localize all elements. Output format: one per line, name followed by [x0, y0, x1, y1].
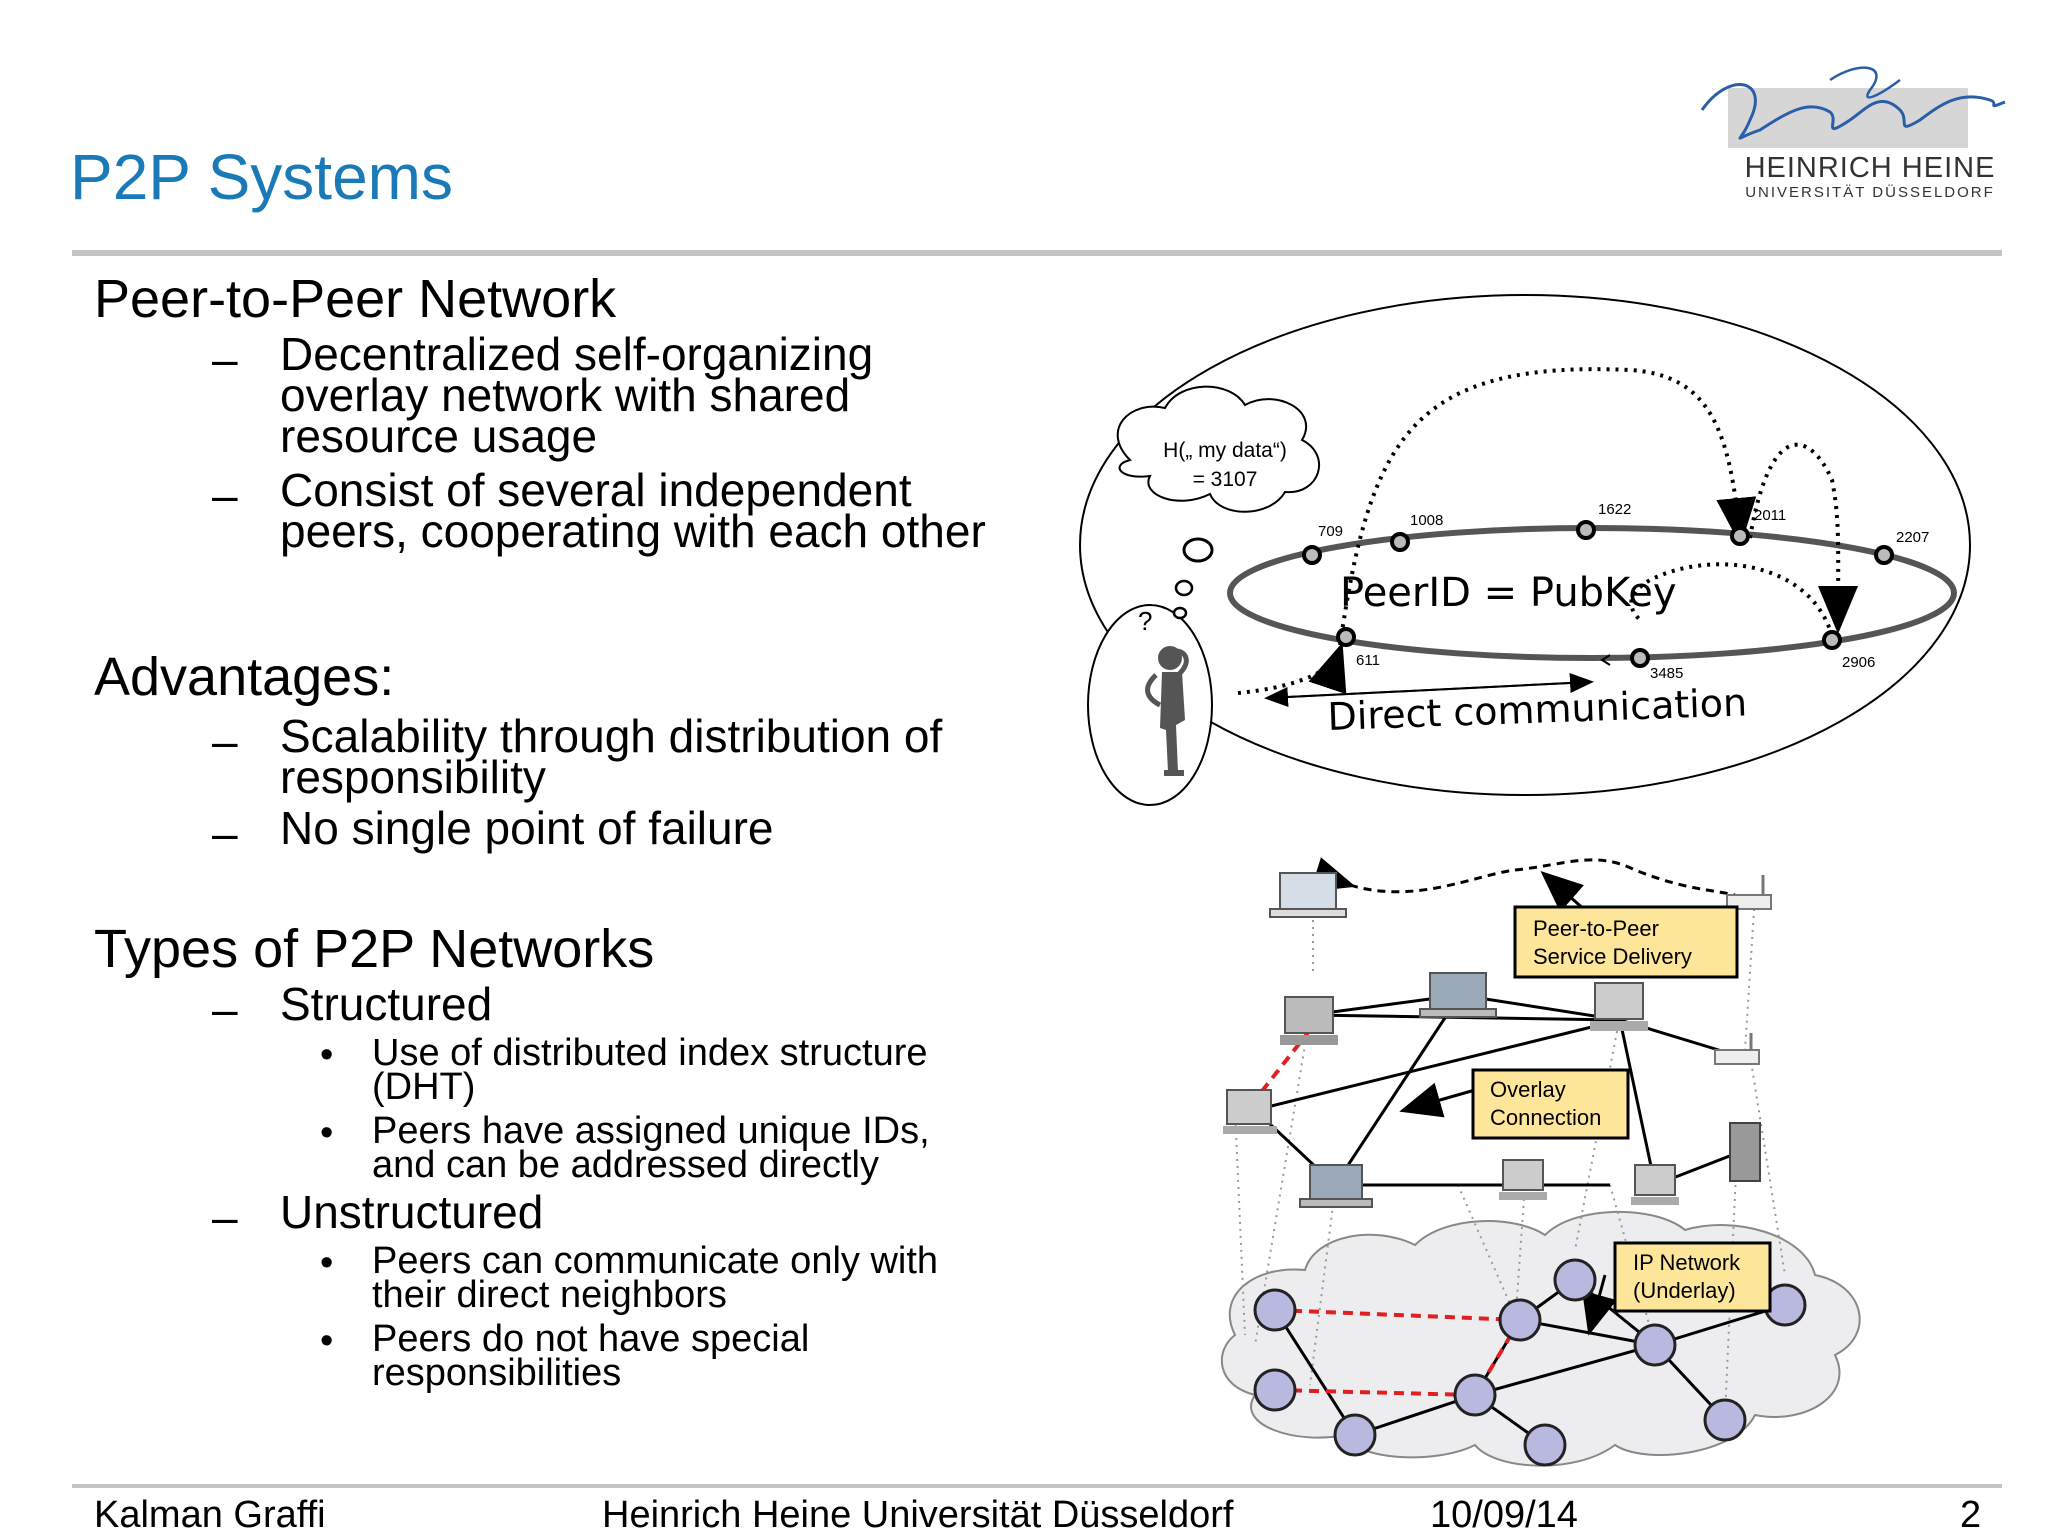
footer-university: Heinrich Heine Universität Düsseldorf	[602, 1494, 1234, 1536]
desktop-icon	[1280, 996, 1338, 1045]
footer-divider	[72, 1484, 2002, 1488]
section-heading-p2p: Peer-to-Peer Network	[94, 269, 617, 329]
svg-text:Service Delivery: Service Delivery	[1533, 944, 1692, 969]
desktop-icon	[1631, 1164, 1679, 1205]
node-id: 611	[1356, 652, 1380, 669]
bullet-text: Consist of several independent peers, co…	[280, 464, 986, 557]
router-icon	[1714, 1033, 1760, 1065]
ring-label: PeerID = PubKey	[1340, 570, 1677, 616]
type-label-unstructured: Unstructured	[280, 1186, 544, 1238]
footer-author: Kalman Graffi	[94, 1494, 326, 1536]
laptop-icon	[1419, 972, 1497, 1018]
ip-network-label: IP Network (Underlay)	[1613, 1241, 1772, 1313]
logo-name: HEINRICH HEINE	[1744, 152, 1996, 184]
thought-line-1: H(„ my data“)	[1163, 439, 1287, 462]
subbullet-text: Use of distributed index structure (DHT)	[372, 1032, 928, 1108]
desktop-icon	[1223, 1089, 1277, 1134]
bullet-dot: •	[320, 1034, 334, 1076]
node-id: 1622	[1598, 501, 1631, 518]
signature-icon	[1700, 66, 2006, 148]
bullet-dash: –	[212, 1191, 238, 1243]
university-logo	[1690, 50, 2010, 210]
node-id: 2207	[1896, 529, 1929, 546]
footer-date: 10/09/14	[1430, 1494, 1578, 1536]
question-mark-icon: ?	[1138, 606, 1152, 636]
subbullet-text: Peers do not have special responsibiliti…	[372, 1318, 810, 1394]
service-delivery-label: Peer-to-Peer Service Delivery	[1513, 905, 1739, 979]
bullet-text: No single point of failure	[280, 802, 774, 854]
overlay-network-diagram: Peer-to-Peer Service Delivery Overlay Co…	[1221, 857, 1861, 1467]
bullet-dot: •	[320, 1242, 334, 1284]
bullet-dash: –	[212, 807, 238, 859]
subbullet-text: Peers have assigned unique IDs, and can …	[372, 1110, 930, 1186]
svg-text:IP Network: IP Network	[1633, 1250, 1741, 1275]
bullet-dash: –	[212, 983, 238, 1035]
laptop-icon	[1269, 872, 1347, 918]
bullet-text: Scalability through distribution of resp…	[280, 710, 943, 803]
overlay-connection-label: Overlay Connection	[1471, 1068, 1630, 1140]
svg-text:Connection: Connection	[1490, 1105, 1601, 1130]
desktop-icon	[1499, 1159, 1547, 1200]
node-id: 3485	[1650, 665, 1683, 682]
footer-page-number: 2	[1960, 1494, 1982, 1536]
node-id: 2011	[1754, 507, 1786, 524]
bullet-text: Decentralized self-organizing overlay ne…	[280, 328, 874, 462]
svg-text:(Underlay): (Underlay)	[1633, 1278, 1736, 1303]
subbullet-text: Peers can communicate only with their di…	[372, 1240, 939, 1316]
node-id: 2906	[1842, 654, 1875, 671]
peer-nodes	[1302, 520, 1894, 668]
svg-text:Overlay: Overlay	[1490, 1077, 1566, 1102]
node-id: 709	[1318, 523, 1343, 540]
bullet-dash: –	[212, 715, 238, 767]
ip-routers	[1253, 1258, 1807, 1467]
router-icon	[1726, 875, 1772, 910]
header-divider	[72, 250, 2002, 256]
section-heading-types: Types of P2P Networks	[94, 919, 655, 979]
bullet-dash: –	[212, 333, 238, 385]
laptop-icon	[1299, 1164, 1373, 1208]
desktop-icon	[1590, 982, 1648, 1031]
bullet-dot: •	[320, 1320, 334, 1362]
svg-text:Peer-to-Peer: Peer-to-Peer	[1533, 916, 1659, 941]
bullet-dot: •	[320, 1112, 334, 1154]
dht-ring-diagram: H(„ my data“) = 3107 ? PeerID = PubKey D…	[1079, 294, 1971, 806]
node-id: 1008	[1410, 512, 1443, 529]
thought-line-2: = 3107	[1193, 468, 1258, 491]
person-icon	[1145, 646, 1189, 776]
page-title: P2P Systems	[70, 141, 453, 213]
server-icon	[1729, 1122, 1761, 1182]
section-heading-advantages: Advantages:	[94, 647, 395, 707]
logo-subtitle: UNIVERSITÄT DÜSSELDORF	[1745, 184, 1995, 201]
thought-cloud	[1116, 385, 1320, 513]
bullet-dash: –	[212, 469, 238, 521]
type-label-structured: Structured	[280, 978, 493, 1030]
